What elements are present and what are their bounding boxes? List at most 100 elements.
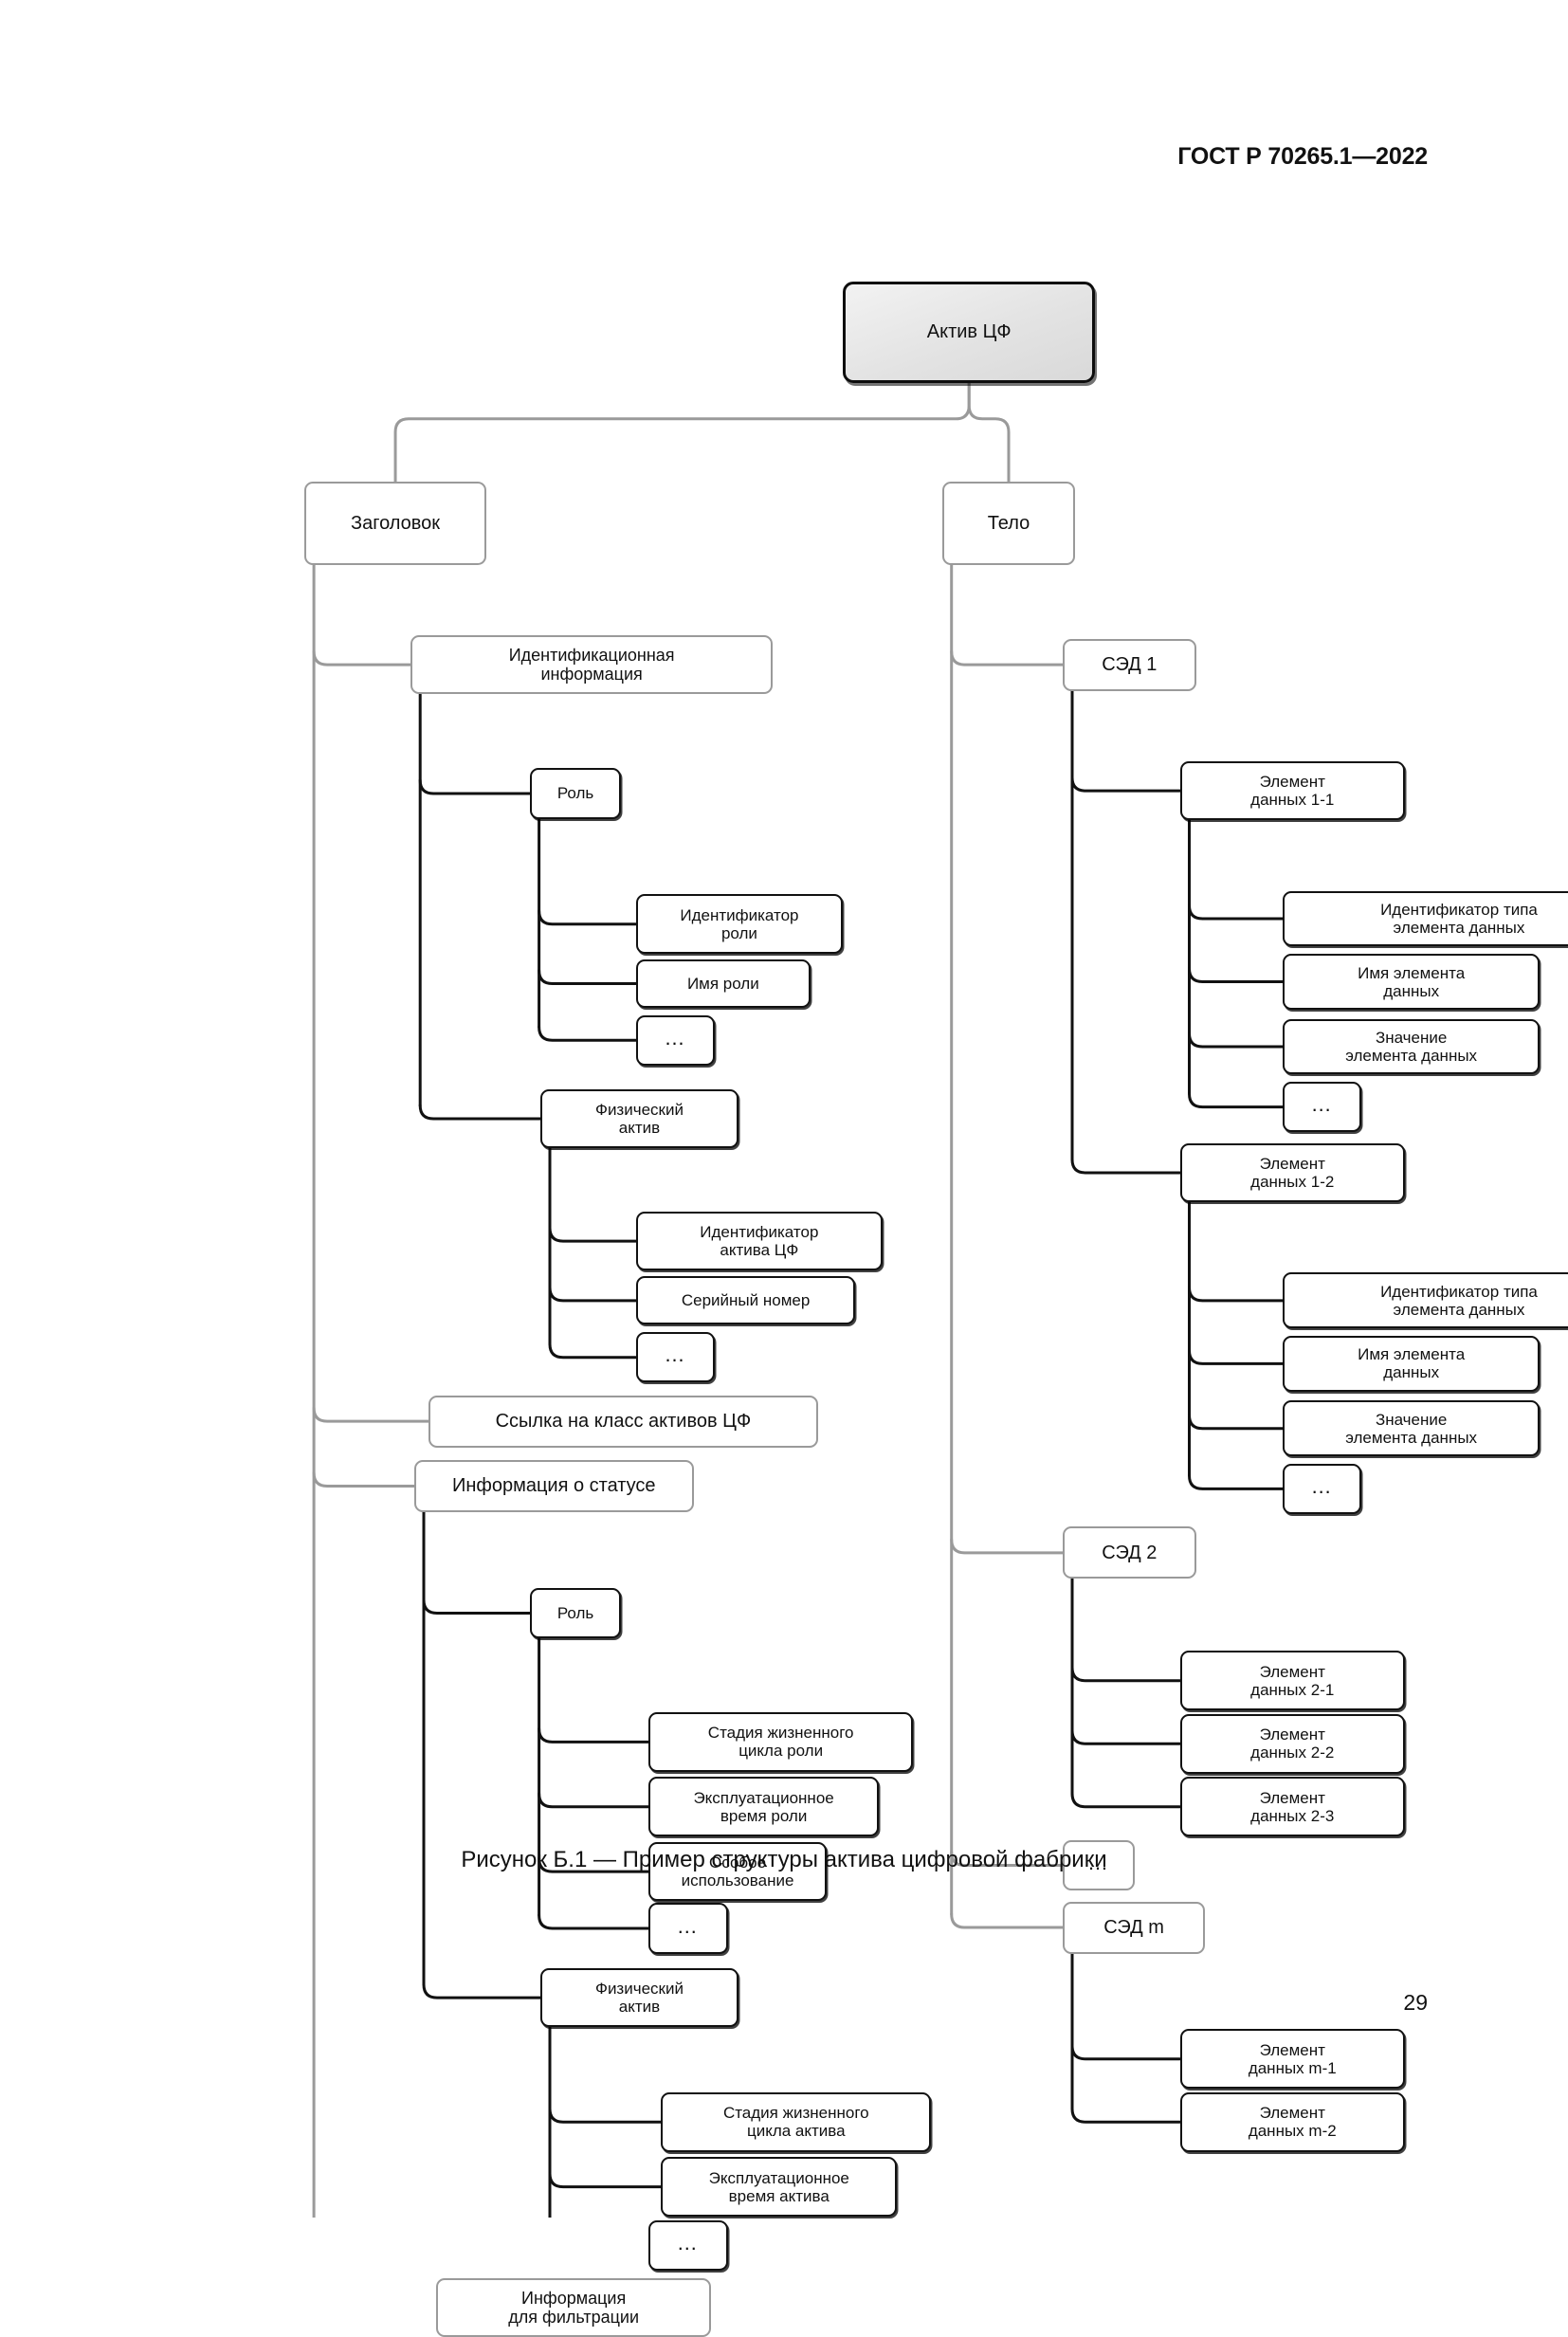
connector xyxy=(1070,776,1181,793)
connector xyxy=(950,1912,1065,1929)
node-label: Имя элемента данных xyxy=(1358,1345,1466,1382)
node-label: Элемент данных 1-2 xyxy=(1250,1154,1335,1191)
node-de12-type: Идентификатор типа элемента данных xyxy=(1282,1272,1568,1329)
node-de11-value: Значение элемента данных xyxy=(1282,1018,1541,1075)
node-label: Элемент данных 1-1 xyxy=(1250,773,1335,810)
connector xyxy=(422,1982,542,1999)
connector xyxy=(538,968,638,985)
node-de11-name: Имя элемента данных xyxy=(1282,954,1541,1010)
connector xyxy=(548,2172,663,2189)
connector xyxy=(1188,904,1285,921)
node-label: Элемент данных m-2 xyxy=(1248,2104,1337,2141)
connector xyxy=(1188,1348,1285,1365)
node-label: СЭД 1 xyxy=(1102,653,1158,675)
node-label: Эксплуатационное время роли xyxy=(693,1788,834,1825)
node-label: Физический актив xyxy=(595,1100,684,1137)
node-label: Эксплуатационное время актива xyxy=(708,2168,849,2205)
node-role-id: Идентификатор роли xyxy=(635,894,844,955)
connector xyxy=(393,381,971,484)
connector xyxy=(548,2107,663,2124)
connector xyxy=(1188,967,1285,984)
node-phys-id: Идентификатор актива ЦФ xyxy=(635,1211,883,1271)
node-label: … xyxy=(676,2231,700,2255)
node-label: Стадия жизненного цикла роли xyxy=(707,1724,854,1761)
node-phys-etc: … xyxy=(635,1332,716,1383)
node-label: … xyxy=(664,1342,687,1367)
node-label: СЭД m xyxy=(1103,1916,1164,1938)
node-de-2-3: Элемент данных 2-3 xyxy=(1179,1777,1405,1837)
page-number: 29 xyxy=(1403,1990,1428,2015)
node-label: … xyxy=(1310,1092,1334,1117)
node-de-m-1: Элемент данных m-1 xyxy=(1179,2029,1405,2090)
node-label: Тело xyxy=(987,512,1030,534)
node-de11-type: Идентификатор типа элемента данных xyxy=(1282,890,1568,947)
node-role-use: Особое использование xyxy=(648,1841,828,1902)
node-role-stage: Стадия жизненного цикла роли xyxy=(648,1712,914,1772)
node-sed-1: СЭД 1 xyxy=(1063,638,1196,691)
node-de12-value: Значение элемента данных xyxy=(1282,1400,1541,1457)
node-label: Идентификатор актива ЦФ xyxy=(700,1223,819,1260)
node-label: Элемент данных 2-1 xyxy=(1250,1662,1335,1699)
connector xyxy=(1188,1092,1285,1109)
node-label: СЭД 2 xyxy=(1102,1542,1158,1563)
connector xyxy=(1070,1792,1181,1809)
node-label: Элемент данных m-1 xyxy=(1248,2040,1337,2077)
connector xyxy=(312,649,412,666)
node-de-1-2: Элемент данных 1-2 xyxy=(1179,1142,1405,1203)
connector xyxy=(1070,1666,1181,1683)
connector xyxy=(418,778,532,795)
node-label: Информация для фильтрации xyxy=(508,2288,640,2327)
connector xyxy=(1070,1728,1181,1745)
connector xyxy=(1188,1032,1285,1049)
node-label: Ссылка на класс активов ЦФ xyxy=(495,1410,752,1432)
connector xyxy=(1188,1473,1285,1490)
connector xyxy=(950,649,1065,666)
connector xyxy=(1070,2107,1181,2124)
connector xyxy=(1070,1158,1181,1175)
node-label: … xyxy=(1087,1851,1110,1875)
node-de-1-1: Элемент данных 1-1 xyxy=(1179,760,1405,821)
node-sed-etc: … xyxy=(1063,1839,1135,1891)
node-label: Актив ЦФ xyxy=(926,321,1012,343)
node-label: Имя роли xyxy=(686,974,759,993)
node-label: Стадия жизненного цикла актива xyxy=(722,2104,869,2141)
node-label: Роль xyxy=(556,784,594,803)
node-de12-name: Имя элемента данных xyxy=(1282,1335,1541,1392)
node-role-2: Роль xyxy=(529,1587,622,1639)
node-root: Актив ЦФ xyxy=(843,282,1096,383)
node-header: Заголовок xyxy=(304,482,486,565)
node-phys-serial: Серийный номер xyxy=(635,1276,856,1325)
node-label: … xyxy=(676,1913,700,1938)
connector xyxy=(422,1598,532,1615)
node-label: Элемент данных 2-2 xyxy=(1250,1725,1335,1762)
connector xyxy=(548,1286,638,1303)
node-sed-2: СЭД 2 xyxy=(1063,1526,1196,1579)
node-label: Физический актив xyxy=(595,1980,684,2017)
connector xyxy=(538,1726,650,1744)
node-label: Элемент данных 2-3 xyxy=(1250,1788,1335,1825)
node-phys-1: Физический актив xyxy=(540,1088,738,1149)
node-label: Особое использование xyxy=(681,1853,794,1890)
connector xyxy=(548,1226,638,1243)
node-label: Значение элемента данных xyxy=(1345,1410,1478,1447)
node-label: … xyxy=(664,1025,687,1050)
node-asset-time: Эксплуатационное время актива xyxy=(661,2157,898,2217)
node-de-2-2: Элемент данных 2-2 xyxy=(1179,1713,1405,1774)
node-label: Серийный номер xyxy=(681,1291,811,1310)
node-label: Имя элемента данных xyxy=(1358,963,1466,1000)
connector xyxy=(1188,1286,1285,1303)
connector xyxy=(1188,1414,1285,1431)
node-ident-info: Идентификационная информация xyxy=(410,634,774,695)
node-role-name: Имя роли xyxy=(635,959,811,1009)
connector xyxy=(418,1104,542,1121)
figure-caption: Рисунок Б.1 — Пример структуры актива ци… xyxy=(461,1847,1107,1872)
node-label: … xyxy=(1310,1474,1334,1499)
page-header: ГОСТ Р 70265.1—2022 xyxy=(1177,143,1428,170)
connector xyxy=(312,1471,416,1488)
node-de-2-1: Элемент данных 2-1 xyxy=(1179,1651,1405,1711)
connector xyxy=(548,1342,638,1360)
node-sed-m: СЭД m xyxy=(1063,1901,1206,1954)
node-role2-etc: … xyxy=(648,1903,728,1954)
node-asset-etc: … xyxy=(648,2219,728,2271)
node-label: Заголовок xyxy=(351,512,441,534)
